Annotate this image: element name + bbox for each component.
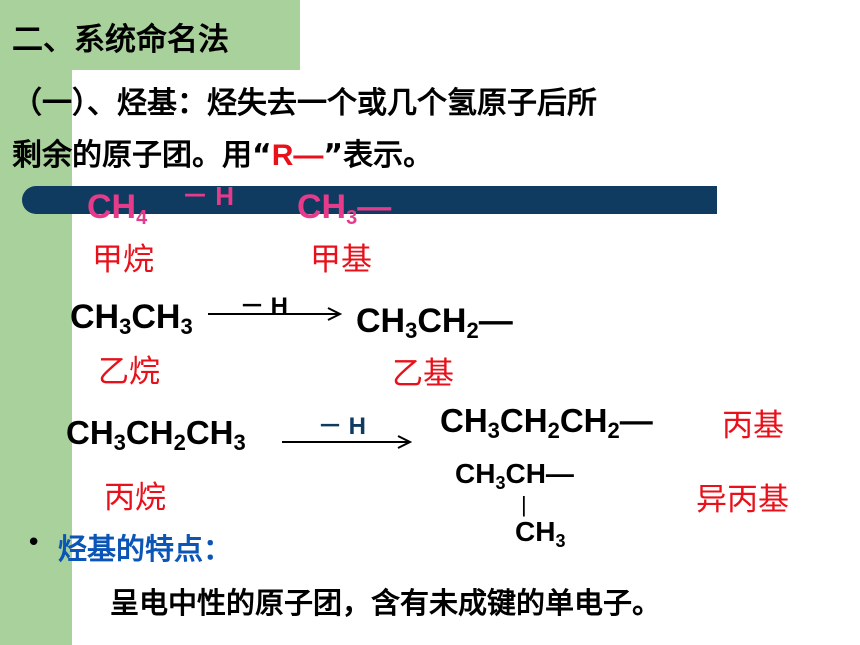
propane-sub: 2 [173, 430, 186, 455]
isopropyl-top: CH3CH— [455, 458, 574, 494]
methane-name: 甲烷 [92, 242, 154, 278]
ethyl-name: 乙基 [392, 356, 454, 392]
page-title: 二、系统命名法 [12, 22, 229, 58]
isopropyl-part: CH— [505, 458, 574, 489]
isopropyl-bond: | [521, 492, 527, 517]
ethane-formula: CH3CH3 [70, 298, 193, 340]
ethane-part: CH [131, 298, 181, 336]
methyl-sub: 3 [346, 207, 358, 229]
ethane-part: CH [70, 298, 120, 336]
ethyl-sub: 2 [466, 318, 479, 343]
ethyl-part: CH [356, 302, 406, 340]
propane-part: CH [66, 414, 114, 451]
ethane-minus-h: － H [240, 293, 288, 320]
propane-sub: 3 [233, 430, 246, 455]
propane-sub: 3 [113, 430, 126, 455]
propyl-sub: 2 [607, 418, 620, 443]
propyl-part: CH [559, 402, 608, 439]
ethane-sub: 3 [119, 314, 132, 339]
ethane-name: 乙烷 [98, 354, 160, 390]
propyl-part: CH [499, 402, 548, 439]
propane-formula: CH3CH2CH3 [66, 414, 246, 456]
ethyl-sub: 3 [405, 318, 418, 343]
isopropyl-part: CH [515, 516, 556, 547]
propyl-part: CH [440, 402, 488, 439]
propyl-sub: 2 [547, 418, 560, 443]
isopropyl-sub: 3 [495, 473, 506, 493]
propyl-name: 丙基 [722, 408, 784, 444]
isopropyl-part: CH [455, 458, 496, 489]
top-green-band [0, 0, 300, 70]
propane-arrow-icon [282, 435, 412, 449]
methane-sub: 4 [136, 207, 148, 229]
left-green-band [0, 0, 72, 645]
methane-ch: CH [87, 188, 137, 226]
methane-minus-h: － H [182, 181, 235, 211]
propane-name: 丙烷 [104, 480, 166, 516]
propyl-formula: CH3CH2CH2— [440, 402, 653, 444]
ethane-arrow-icon [208, 307, 342, 321]
methyl-bond: — [357, 188, 392, 226]
isopropyl-bottom: CH3 [515, 516, 565, 552]
propyl-bond: — [619, 402, 653, 439]
features-title: 烃基的特点： [58, 532, 233, 566]
methyl-ch: CH [297, 188, 347, 226]
definition-prefix: 剩余的原子团。用“ [12, 138, 272, 173]
propane-part: CH [125, 414, 174, 451]
bullet-icon: • [26, 528, 42, 558]
navy-divider-bar [22, 186, 717, 214]
ethyl-formula: CH3CH2— [356, 302, 513, 344]
propane-minus-h: － H [318, 413, 366, 440]
r-symbol: R— [271, 139, 324, 172]
ethyl-bond: — [478, 302, 513, 340]
propane-part: CH [185, 414, 234, 451]
isopropyl-sub: 3 [555, 531, 566, 551]
methane-formula: CH4 [87, 188, 147, 230]
isopropyl-name: 异丙基 [696, 482, 789, 518]
content-area [72, 70, 860, 645]
methyl-formula: CH3— [297, 188, 391, 230]
methyl-name: 甲基 [310, 242, 372, 278]
definition-suffix: ”表示。 [323, 138, 434, 173]
definition-line-1: （一）、烃基：烃失去一个或几个氢原子后所 [12, 86, 597, 121]
definition-line-2: 剩余的原子团。用“R—”表示。 [12, 130, 433, 174]
features-description: 呈电中性的原子团，含有未成键的单电子。 [110, 586, 662, 620]
propyl-sub: 3 [487, 418, 500, 443]
ethyl-part: CH [417, 302, 467, 340]
ethane-sub: 3 [180, 314, 193, 339]
